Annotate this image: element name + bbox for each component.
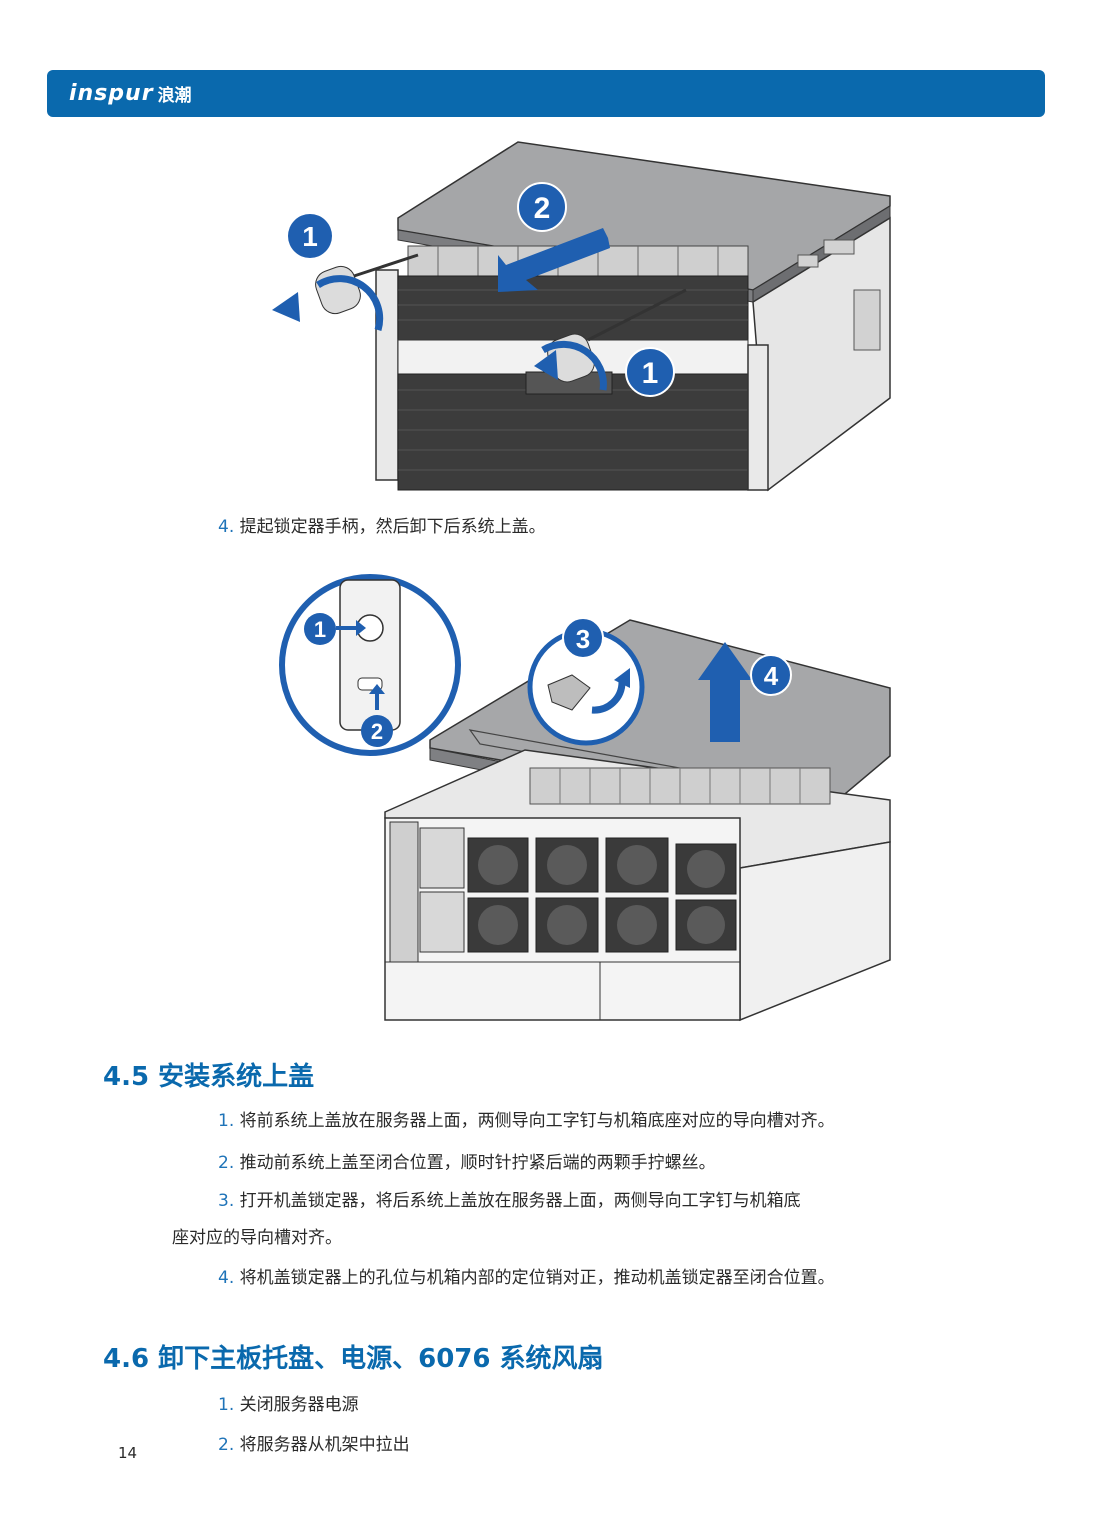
step-4-5-3-continued: 座对应的导向槽对齐。 xyxy=(172,1228,342,1248)
step-text: 将前系统上盖放在服务器上面，两侧导向工字钉与机箱底座对应的导向槽对齐。 xyxy=(239,1111,835,1131)
callout-4-label: 4 xyxy=(764,661,779,691)
callout-1-right: 1 xyxy=(625,347,675,397)
page-number: 14 xyxy=(118,1444,138,1462)
step-4-5-3: 3. 打开机盖锁定器，将后系统上盖放在服务器上面，两侧导向工字钉与机箱底 xyxy=(218,1186,801,1211)
callout-1-left-label: 1 xyxy=(302,221,318,252)
header-bar: inspur 浪潮 xyxy=(47,70,1045,117)
step-number: 3. xyxy=(218,1191,235,1211)
step-text: 推动前系统上盖至闭合位置，顺时针拧紧后端的两颗手拧螺丝。 xyxy=(239,1153,716,1173)
figure-remove-rear-cover: 1 2 3 4 xyxy=(270,560,895,1030)
step-4-5-2: 2. 推动前系统上盖至闭合位置，顺时针拧紧后端的两颗手拧螺丝。 xyxy=(218,1148,716,1173)
step-4-5-4: 4. 将机盖锁定器上的孔位与机箱内部的定位销对正，推动机盖锁定器至闭合位置。 xyxy=(218,1263,835,1288)
callout-2: 2 xyxy=(517,182,567,232)
step-number: 2. xyxy=(218,1435,235,1455)
callout-3-label: 3 xyxy=(576,624,590,654)
figure-caption: 4. 提起锁定器手柄，然后卸下后系统上盖。 xyxy=(218,512,546,537)
step-number: 4. xyxy=(218,1268,235,1288)
callout-1-right-label: 1 xyxy=(642,357,659,390)
callout-2: 2 xyxy=(361,715,393,747)
section-title-4-5: 4.5 安装系统上盖 xyxy=(103,1062,315,1092)
server-rear-illustration: 1 2 3 4 xyxy=(279,574,891,1022)
step-4-5-1: 1. 将前系统上盖放在服务器上面，两侧导向工字钉与机箱底座对应的导向槽对齐。 xyxy=(218,1106,835,1131)
callout-1: 1 xyxy=(304,613,336,645)
callout-1-left: 1 xyxy=(288,214,332,258)
callout-1-label: 1 xyxy=(314,617,326,642)
step-text: 将服务器从机架中拉出 xyxy=(239,1435,410,1455)
caption-number: 4. xyxy=(218,517,235,537)
callout-3: 3 xyxy=(562,617,604,659)
caption-text: 提起锁定器手柄，然后卸下后系统上盖。 xyxy=(239,517,546,537)
step-text: 打开机盖锁定器，将后系统上盖放在服务器上面，两侧导向工字钉与机箱底 xyxy=(239,1191,801,1211)
section-title-4-6: 4.6 卸下主板托盘、电源、6076 系统风扇 xyxy=(103,1344,604,1374)
step-number: 1. xyxy=(218,1111,235,1131)
step-text: 关闭服务器电源 xyxy=(239,1395,359,1415)
step-4-6-1: 1. 关闭服务器电源 xyxy=(218,1390,359,1415)
inspur-logo: inspur 浪潮 xyxy=(69,78,192,109)
step-number: 2. xyxy=(218,1153,235,1173)
server-front-illustration: 1 2 1 xyxy=(272,141,891,492)
step-number: 1. xyxy=(218,1395,235,1415)
figure-remove-front-cover: 1 2 1 xyxy=(258,140,898,500)
callout-2-label: 2 xyxy=(534,192,551,225)
logo-mark: inspur xyxy=(69,81,154,106)
step-4-6-2: 2. 将服务器从机架中拉出 xyxy=(218,1430,410,1455)
callout-2-label: 2 xyxy=(371,719,383,744)
logo-cn: 浪潮 xyxy=(157,86,192,106)
callout-4: 4 xyxy=(750,654,792,696)
step-text: 将机盖锁定器上的孔位与机箱内部的定位销对正，推动机盖锁定器至闭合位置。 xyxy=(239,1268,835,1288)
